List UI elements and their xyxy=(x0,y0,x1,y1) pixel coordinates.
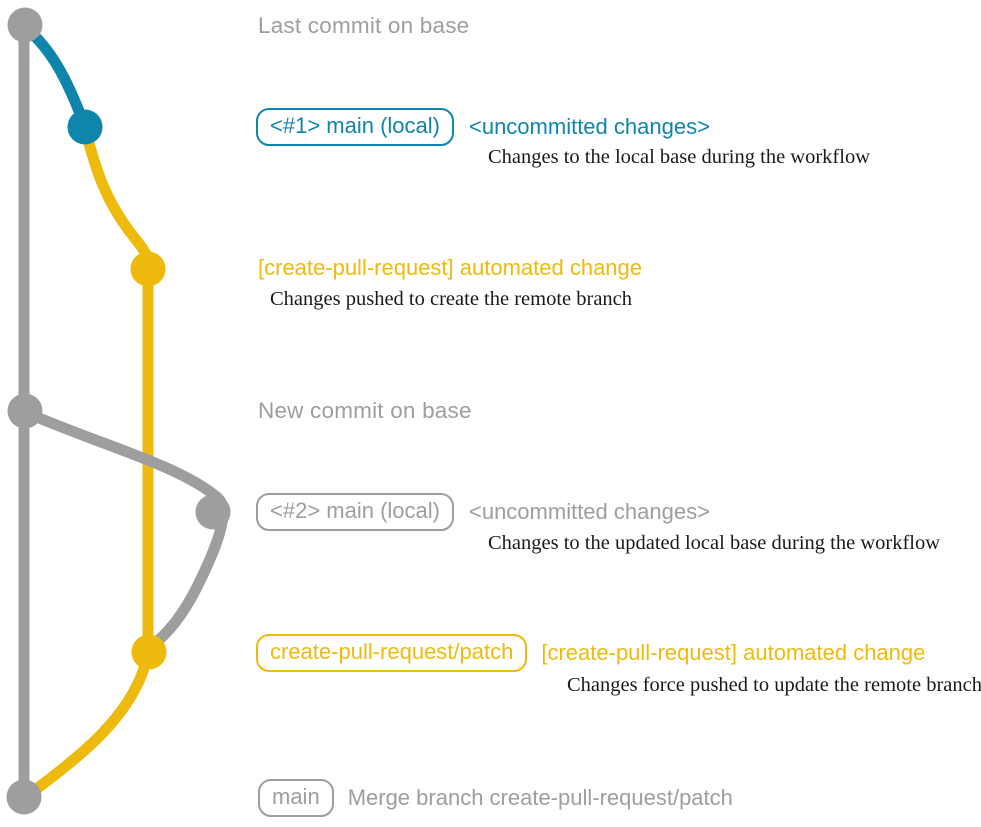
merge-curve xyxy=(20,646,154,802)
merge-commit-message: Merge branch create-pull-request/patch xyxy=(347,785,733,810)
description-automated-1: Changes pushed to create the remote bran… xyxy=(270,288,633,310)
row-new-commit: New commit on base xyxy=(258,392,472,430)
commit-dot-local-2 xyxy=(195,494,231,530)
branch-badge-main: main xyxy=(258,779,334,817)
commit-dot-merge xyxy=(6,779,42,815)
commit-dot-last-base xyxy=(7,7,43,43)
commit-dot-new-base xyxy=(7,393,43,429)
commit-dot-local-1 xyxy=(67,109,103,145)
row-merge-commit: main Merge branch create-pull-request/pa… xyxy=(258,779,733,817)
commit-message-automated-1: [create-pull-request] automated change xyxy=(258,255,643,280)
row-local-commit-2: <#2> main (local) <uncommitted changes> xyxy=(256,493,710,531)
row-automated-commit-2: create-pull-request/patch [create-pull-r… xyxy=(256,634,925,672)
branch-badge-main-local-2: <#2> main (local) xyxy=(256,493,454,531)
row-last-commit: Last commit on base xyxy=(258,7,469,45)
commit-message-automated-2: [create-pull-request] automated change xyxy=(541,640,926,665)
pull-request-branch-curve-top xyxy=(79,122,154,272)
row-local-commit-1: <#1> main (local) <uncommitted changes> xyxy=(256,108,710,146)
commit-dot-automated-2 xyxy=(131,634,167,670)
local-commit-curve xyxy=(19,21,90,130)
new-commit-label: New commit on base xyxy=(258,398,472,423)
description-local-1: Changes to the local base during the wor… xyxy=(488,146,871,168)
description-local-2: Changes to the updated local base during… xyxy=(488,532,941,554)
row-automated-commit-1: [create-pull-request] automated change xyxy=(258,249,642,287)
description-automated-2: Changes force pushed to update the remot… xyxy=(567,674,981,696)
branch-badge-main-local-1: <#1> main (local) xyxy=(256,108,454,146)
last-commit-label: Last commit on base xyxy=(258,13,470,38)
uncommitted-changes-note-2: <uncommitted changes> xyxy=(468,499,710,524)
branch-graph xyxy=(6,7,231,815)
branch-badge-patch: create-pull-request/patch xyxy=(256,634,528,672)
uncommitted-changes-note-1: <uncommitted changes> xyxy=(468,114,710,139)
commit-dot-automated-1 xyxy=(130,251,166,287)
updated-base-curve xyxy=(19,406,229,653)
